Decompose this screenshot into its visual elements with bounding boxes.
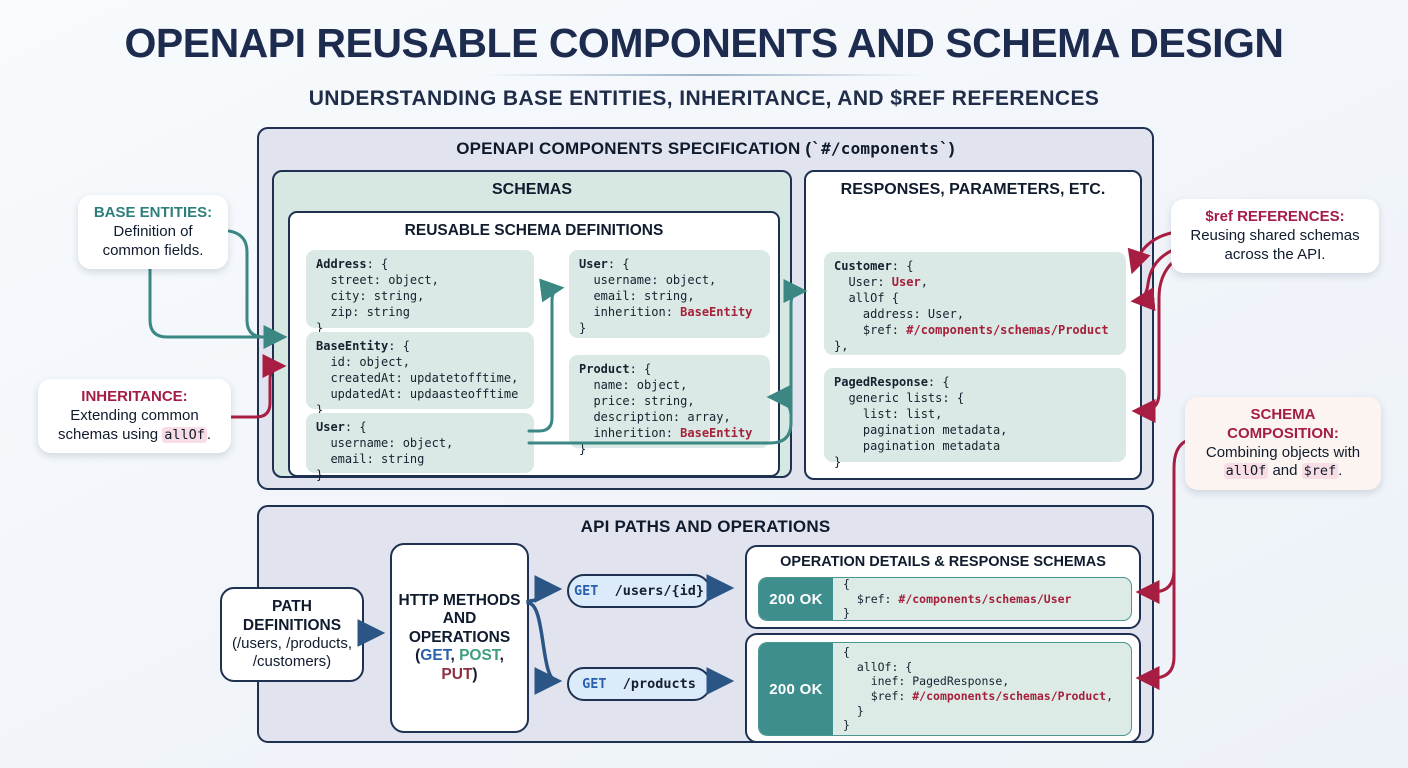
callout-base-entities: BASE ENTITIES: Definition of common fiel… (78, 195, 228, 270)
callout-schema-composition-title: SCHEMA COMPOSITION: (1227, 406, 1339, 442)
callout-inheritance-body: Extending common schemas using allOf. (57, 406, 212, 443)
callout-ref-references-title: $ref REFERENCES: (1205, 208, 1345, 225)
components-box-title: OPENAPI COMPONENTS SPECIFICATION (`#/com… (456, 139, 955, 158)
responses-panel: RESPONSES, PARAMETERS, ETC. Customer: { … (804, 170, 1142, 480)
endpoint-pill-users: GET /users/{id} (567, 574, 711, 608)
code-block-product: Product: { name: object, price: string, … (569, 355, 770, 456)
code-block-user-base: User: { username: object, email: string} (306, 413, 534, 482)
http-methods-list: (GET, POST, (415, 647, 504, 665)
operation-details-box-2: 200 OK { allOf: { inef: PagedResponse, $… (745, 633, 1141, 743)
callout-base-entities-title: BASE ENTITIES: (93, 204, 213, 221)
operation-details-box: OPERATION DETAILS & RESPONSE SCHEMAS 200… (745, 545, 1141, 629)
code-block-customer: Customer: { User: User, allOf { address:… (824, 252, 1126, 355)
schema-definitions-box: REUSABLE SCHEMA DEFINITIONS Address: { s… (288, 211, 780, 482)
path-definitions-box: PATH DEFINITIONS (/users, /products, /cu… (220, 587, 364, 682)
http-methods-box: HTTP METHODS AND OPERATIONS (GET, POST, … (390, 543, 529, 733)
title-divider (484, 74, 924, 76)
endpoint-pill-products: GET /products (567, 667, 711, 701)
callout-schema-composition: SCHEMA COMPOSITION: Combining objects wi… (1185, 397, 1381, 490)
operation-row-user: 200 OK { $ref: #/components/schemas/User… (758, 577, 1132, 621)
api-paths-title: API PATHS AND OPERATIONS (580, 517, 831, 536)
path-definitions-subtitle: (/users, /products, /customers) (231, 635, 353, 671)
operation-row-product: 200 OK { allOf: { inef: PagedResponse, $… (758, 642, 1132, 736)
code-block-pagedresponse: PagedResponse: { generic lists: { list: … (824, 368, 1126, 469)
api-paths-box: API PATHS AND OPERATIONS HTTP METHODS AN… (257, 505, 1154, 743)
code-block-address: Address: { street: object, city: string,… (306, 250, 534, 335)
http-methods-title: HTTP METHODS AND OPERATIONS (398, 591, 521, 646)
callout-inheritance-title: INHERITANCE: (81, 388, 188, 405)
callout-inheritance: INHERITANCE: Extending common schemas us… (38, 379, 231, 454)
page-subtitle: UNDERSTANDING BASE ENTITIES, INHERITANCE… (308, 87, 1100, 110)
response-code-product: { allOf: { inef: PagedResponse, $ref: #/… (843, 645, 1114, 733)
callout-schema-composition-body: Combining objects with allOf and $ref. (1205, 443, 1361, 480)
schema-definitions-title: REUSABLE SCHEMA DEFINITIONS (404, 222, 664, 239)
schemas-panel-label: SCHEMAS (491, 181, 572, 198)
status-badge-200-product: 200 OK (759, 643, 833, 735)
callout-base-entities-body: Definition of common fields. (102, 222, 204, 259)
response-code-user: { $ref: #/components/schemas/User} (843, 577, 1072, 621)
status-badge-200-user: 200 OK (759, 578, 833, 620)
components-box: OPENAPI COMPONENTS SPECIFICATION (`#/com… (257, 127, 1154, 490)
code-block-user: User: { username: object, email: string,… (569, 250, 770, 338)
responses-panel-label: RESPONSES, PARAMETERS, ETC. (840, 181, 1106, 198)
callout-ref-references: $ref REFERENCES: Reusing shared schemas … (1171, 199, 1379, 274)
operation-details-title: OPERATION DETAILS & RESPONSE SCHEMAS (780, 554, 1106, 570)
code-block-baseentity: BaseEntity: { id: object, createdAt: upd… (306, 332, 534, 417)
callout-ref-references-body: Reusing shared schemas across the API. (1190, 226, 1360, 263)
http-methods-list-2: PUT) (441, 665, 478, 683)
path-definitions-title: PATH DEFINITIONS (242, 597, 342, 634)
schemas-panel: SCHEMAS REUSABLE SCHEMA DEFINITIONS Addr… (272, 170, 792, 482)
page-title: OPENAPI REUSABLE COMPONENTS AND SCHEMA D… (124, 20, 1284, 66)
